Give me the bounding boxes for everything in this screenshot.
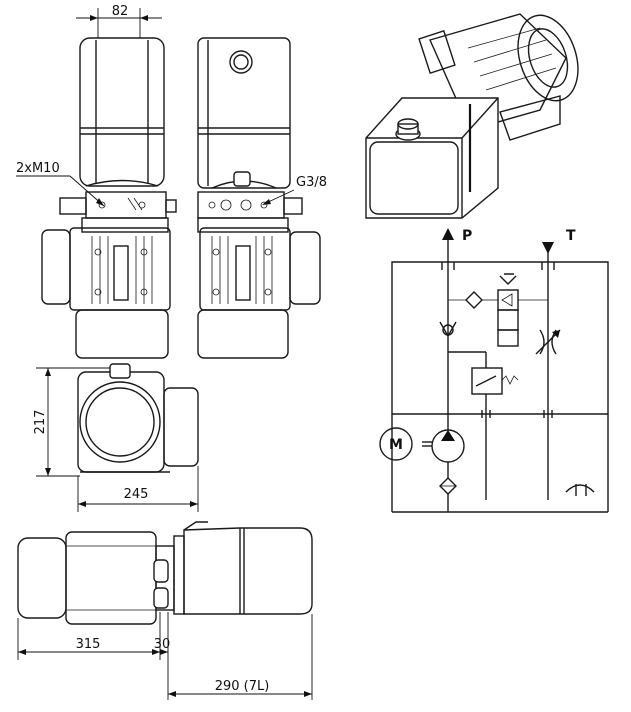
thread-callout-label: 2xM10: [16, 161, 60, 176]
long-view: 315 30 290 (7L): [17, 521, 313, 700]
side-view: G3/8: [197, 37, 327, 359]
hydraulic-schematic: P T: [379, 228, 609, 513]
port-callout-label: G3/8: [296, 175, 327, 190]
top-width-label: 82: [112, 4, 129, 19]
tank-port-arrow: [542, 242, 554, 254]
pressure-port-label: P: [462, 228, 472, 244]
tank-length-label: 290 (7L): [215, 679, 270, 694]
pressure-port-arrow: [442, 228, 454, 240]
isometric-view: [365, 13, 579, 219]
plan-view: 217 245: [33, 363, 199, 512]
base-width-label: 245: [124, 487, 149, 502]
motor-length-label: 315: [76, 637, 101, 652]
motor-symbol-label: M: [389, 437, 403, 453]
height-label: 217: [33, 410, 48, 435]
flange-gap-label: 30: [154, 637, 171, 652]
tank-port-label: T: [566, 228, 576, 244]
front-view: 82 2xM10: [16, 4, 177, 359]
